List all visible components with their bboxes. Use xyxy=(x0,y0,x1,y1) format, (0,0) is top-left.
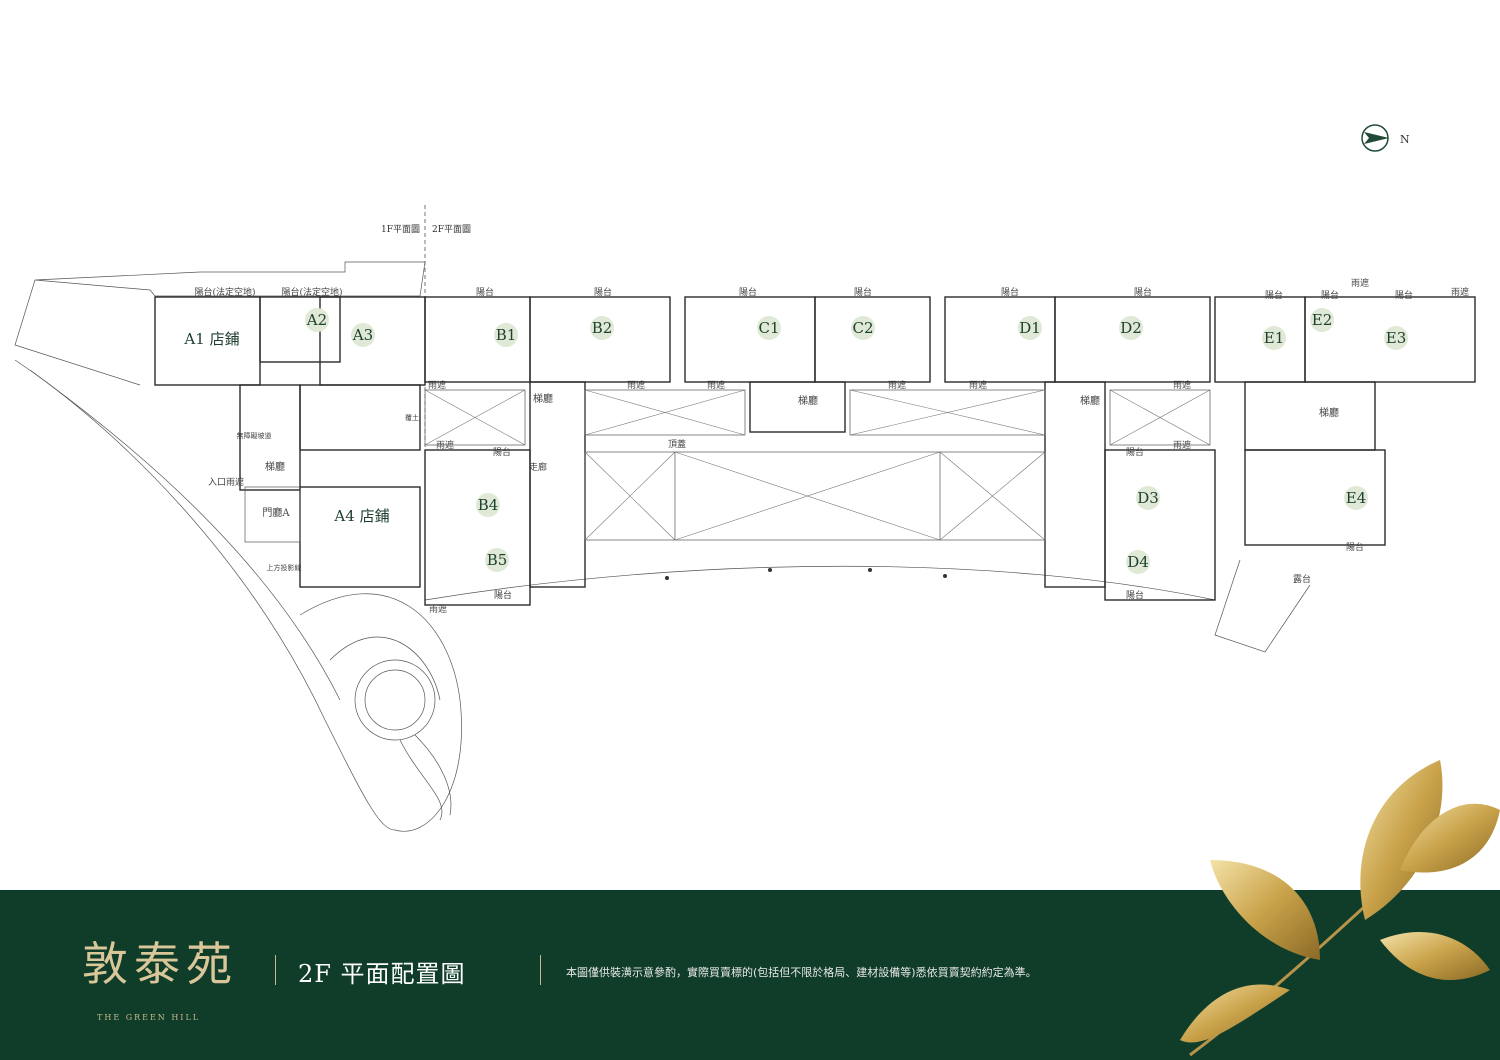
floor-split: 1F平面圖 2F平面圖 xyxy=(381,205,471,600)
canopy-label: 雨遮 xyxy=(429,603,447,615)
ramp-label: 無障礙坡道 xyxy=(237,431,272,440)
unit-a4-label: A4 店鋪 xyxy=(333,507,389,525)
columns xyxy=(665,568,947,580)
unit-c2-label: C2 xyxy=(852,319,873,337)
lobby-a-label: 門廳A xyxy=(262,506,290,519)
balcony-legal-label: 陽台(法定空地) xyxy=(194,286,255,298)
canopy-label: 雨遮 xyxy=(707,379,725,391)
divider xyxy=(275,955,276,985)
canopy-label: 雨遮 xyxy=(436,439,454,451)
unit-badges: A1 店鋪 A2 A3 A4 店鋪 B1 B2 B4 B5 C1 C2 D1 D… xyxy=(183,308,1408,574)
unit-b5-label: B5 xyxy=(487,551,508,569)
unit-e1: E1 xyxy=(1262,326,1286,350)
unit-e2: E2 xyxy=(1310,308,1334,332)
unit-e3-label: E3 xyxy=(1386,329,1407,347)
balcony-label: 陽台 xyxy=(1321,289,1339,301)
footer-bar: 敦泰苑 THE GREEN HILL 2F 平面配置圖 本圖僅供裝潢示意參酌，實… xyxy=(0,890,1500,1060)
canopy-label: 雨遮 xyxy=(1173,439,1191,451)
site-outline xyxy=(14,261,462,832)
brand-logo: 敦泰苑 xyxy=(82,937,238,991)
unit-d1: D1 xyxy=(1018,316,1042,340)
unit-a2-label: A2 xyxy=(306,311,327,329)
elevator-lobby-label: 梯廳 xyxy=(533,392,553,405)
room-labels: 陽台(法定空地) 陽台(法定空地) 陽台 陽台 陽台 陽台 陽台 陽台 陽台 陽… xyxy=(194,277,1469,615)
unit-b1-label: B1 xyxy=(496,326,517,344)
balcony-label: 陽台 xyxy=(493,446,511,458)
balcony-legal-label: 陽台(法定空地) xyxy=(281,286,342,298)
unit-a1-label: A1 店鋪 xyxy=(183,330,239,348)
unit-b4-label: B4 xyxy=(478,496,499,514)
corridor-label: 走廊 xyxy=(529,461,547,473)
unit-e2-label: E2 xyxy=(1312,311,1333,329)
unit-a1: A1 店鋪 xyxy=(183,330,239,348)
balcony-label: 陽台 xyxy=(854,286,872,298)
terrace-label: 露台 xyxy=(1293,573,1311,585)
canopy-label: 雨遮 xyxy=(1451,286,1469,298)
balcony-label: 陽台 xyxy=(1265,289,1283,301)
unit-b5: B5 xyxy=(485,548,509,572)
unit-d3-label: D3 xyxy=(1137,489,1159,507)
balcony-label: 陽台 xyxy=(1001,286,1019,298)
balcony-label: 陽台 xyxy=(594,286,612,298)
elevator-lobby-label: 梯廳 xyxy=(798,394,818,407)
balcony-label: 陽台 xyxy=(1134,286,1152,298)
unit-c2: C2 xyxy=(851,316,875,340)
building-walls xyxy=(154,296,1476,653)
balcony-label: 陽台 xyxy=(1126,589,1144,601)
unit-b2: B2 xyxy=(590,316,614,340)
unit-c1: C1 xyxy=(757,316,781,340)
unit-b2-label: B2 xyxy=(592,319,613,337)
unit-d3: D3 xyxy=(1136,486,1160,510)
compass: N xyxy=(1361,124,1410,152)
unit-c1-label: C1 xyxy=(758,319,779,337)
balcony-label: 陽台 xyxy=(1346,541,1364,553)
unit-e3: E3 xyxy=(1384,326,1408,350)
unit-a4: A4 店鋪 xyxy=(333,507,389,525)
compass-label: N xyxy=(1400,133,1410,146)
balcony-label: 陽台 xyxy=(476,286,494,298)
unit-d2: D2 xyxy=(1119,316,1143,340)
balcony-label: 陽台 xyxy=(739,286,757,298)
floor-title: 2F 平面配置圖 xyxy=(298,960,466,988)
elevator-lobby-label: 梯廳 xyxy=(1080,394,1100,407)
unit-b1: B1 xyxy=(494,323,518,347)
balcony-label: 陽台 xyxy=(494,589,512,601)
greenery-label: 覆土 xyxy=(405,413,419,422)
top-cover-label: 頂蓋 xyxy=(668,438,686,450)
canopy-label: 雨遮 xyxy=(428,379,446,391)
elevator-lobby-label: 梯廳 xyxy=(265,460,285,473)
unit-e4-label: E4 xyxy=(1346,489,1367,507)
canopy-label: 雨遮 xyxy=(1351,277,1369,289)
canopy-label: 雨遮 xyxy=(888,379,906,391)
split-label-1f: 1F平面圖 xyxy=(381,224,420,235)
courtyards xyxy=(424,389,1211,541)
entrance-canopy-label: 入口雨遮 xyxy=(208,476,244,488)
unit-a3-label: A3 xyxy=(352,326,373,344)
canopy-label: 雨遮 xyxy=(1173,379,1191,391)
unit-a3: A3 xyxy=(351,323,375,347)
canopy-label: 雨遮 xyxy=(969,379,987,391)
disclaimer-text: 本圖僅供裝潢示意參酌，實際買賣標的(包括但不限於格局、建材設備等)悉依買賣契約約… xyxy=(566,966,1037,979)
balcony-label: 陽台 xyxy=(1395,289,1413,301)
unit-d4-label: D4 xyxy=(1127,553,1149,571)
canopy-label: 雨遮 xyxy=(627,379,645,391)
projection-line-label: 上方投影線 xyxy=(267,563,302,572)
elevator-lobby-label: 梯廳 xyxy=(1319,406,1339,419)
unit-e1-label: E1 xyxy=(1264,329,1285,347)
brand-subtitle: THE GREEN HILL xyxy=(97,1013,201,1022)
gold-leaf-decoration xyxy=(1180,760,1500,1057)
unit-e4: E4 xyxy=(1344,486,1368,510)
unit-d4: D4 xyxy=(1126,550,1150,574)
balcony-label: 陽台 xyxy=(1126,446,1144,458)
split-label-2f: 2F平面圖 xyxy=(432,224,471,235)
unit-d2-label: D2 xyxy=(1120,319,1142,337)
divider xyxy=(540,955,541,985)
floor-plan: N 1F平面圖 2F平面圖 xyxy=(14,124,1476,832)
unit-a2: A2 xyxy=(305,308,329,332)
unit-b4: B4 xyxy=(476,493,500,517)
unit-d1-label: D1 xyxy=(1019,319,1041,337)
